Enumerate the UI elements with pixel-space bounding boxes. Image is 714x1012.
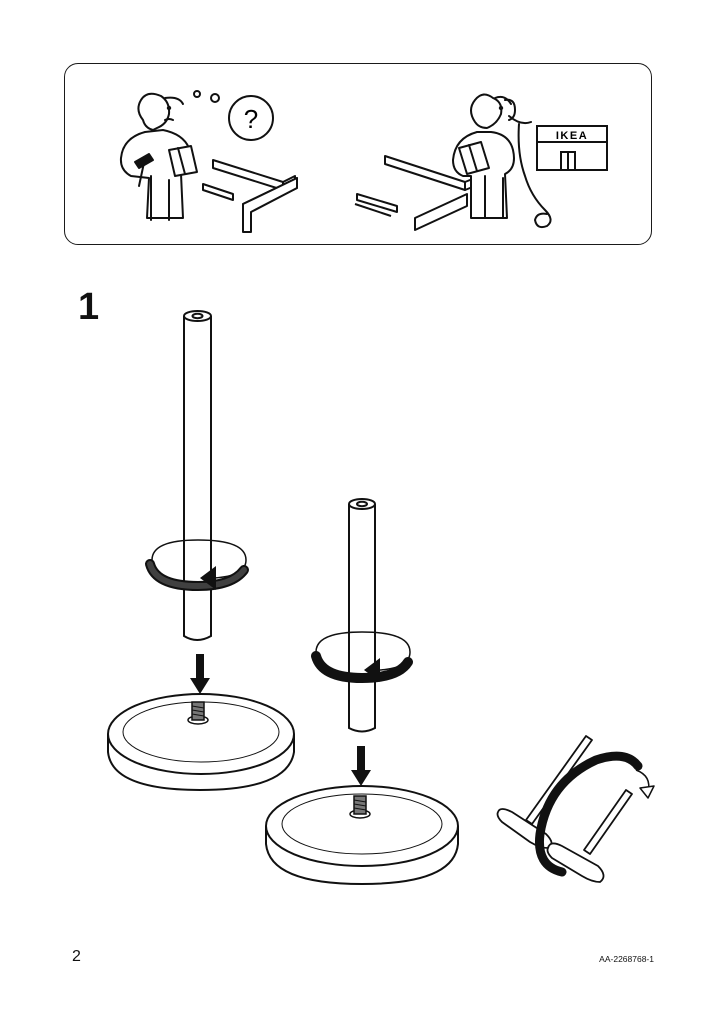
screw-in-arrow-icon <box>311 631 413 684</box>
phone-person-icon <box>452 93 552 229</box>
question-bubble <box>228 95 274 141</box>
down-arrow-icon <box>190 654 210 694</box>
screw-in-arrow-icon <box>145 539 249 592</box>
page-number: 2 <box>72 948 81 965</box>
help-illustration: ? <box>119 90 608 233</box>
flip-over-icon <box>496 735 655 883</box>
base-icon <box>265 785 459 886</box>
leg-icon <box>348 498 376 733</box>
question-mark: ? <box>244 104 258 134</box>
loose-parts-icon <box>202 159 298 233</box>
down-arrow-icon <box>351 746 371 786</box>
help-panel: ? <box>64 63 652 245</box>
document-code: AA-2268768-1 <box>599 954 654 964</box>
thought-dot <box>210 93 220 103</box>
thought-dot <box>193 90 201 98</box>
store-sign: IKEA <box>556 130 588 142</box>
confused-person-icon <box>119 92 198 221</box>
step-number: 1 <box>78 286 100 328</box>
leg-icon <box>183 310 212 641</box>
store-icon <box>536 125 608 171</box>
base-icon <box>107 693 295 792</box>
